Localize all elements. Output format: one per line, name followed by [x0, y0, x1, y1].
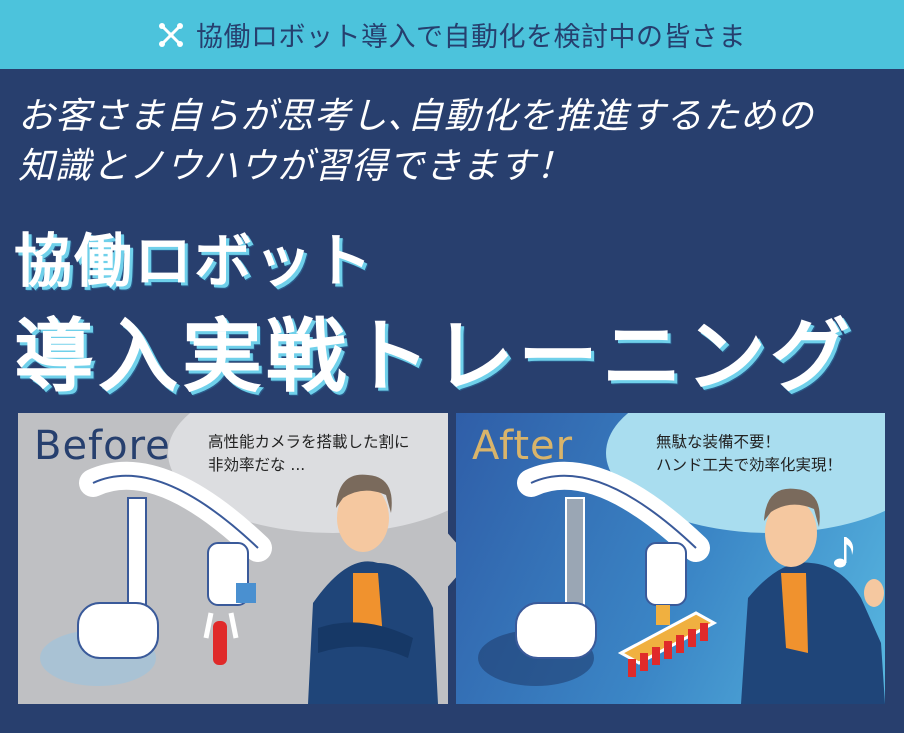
before-panel: Before 高性能カメラを搭載した割に 非効率だな ...: [18, 413, 448, 704]
asterisk-dots-icon: [159, 22, 183, 47]
lead-line-2: 知識とノウハウが習得できます！: [18, 146, 574, 187]
lead-copy: お客さま自らが思考し､自動化を推進するための 知識とノウハウが習得できます！: [18, 92, 814, 192]
speech-line-2: 非効率だな ...: [208, 456, 306, 474]
after-speech: 無駄な装備不要！ ハンド工夫で効率化実現！: [656, 431, 842, 477]
before-label: Before: [34, 423, 171, 469]
speech-line-1: 無駄な装備不要！: [656, 433, 781, 451]
man-arms-crossed-illustration: [308, 474, 438, 704]
after-panel: After 無駄な装備不要！ ハンド工夫で効率化実現！: [456, 413, 885, 704]
lead-line-1: お客さま自らが思考し､自動化を推進するための: [18, 96, 815, 137]
after-label: After: [472, 423, 574, 469]
header-text: 協働ロボット導入で自動化を検討中の皆さま: [196, 22, 746, 53]
before-speech: 高性能カメラを搭載した割に 非効率だな ...: [208, 431, 410, 477]
robot-arm-camera-illustration: [40, 461, 272, 686]
music-note-icon: [834, 537, 854, 568]
header-band: 協働ロボット導入で自動化を検討中の皆さま: [0, 0, 904, 69]
man-cheering-illustration: [741, 488, 885, 704]
speech-line-2: ハンド工夫で効率化実現！: [656, 456, 843, 474]
speech-line-1: 高性能カメラを搭載した割に: [208, 433, 410, 451]
robot-arm-gripper-illustration: [478, 461, 718, 686]
title-line-1: 協働ロボット: [14, 227, 375, 295]
title-line-2: 導入実戦トレーニング: [14, 310, 854, 403]
